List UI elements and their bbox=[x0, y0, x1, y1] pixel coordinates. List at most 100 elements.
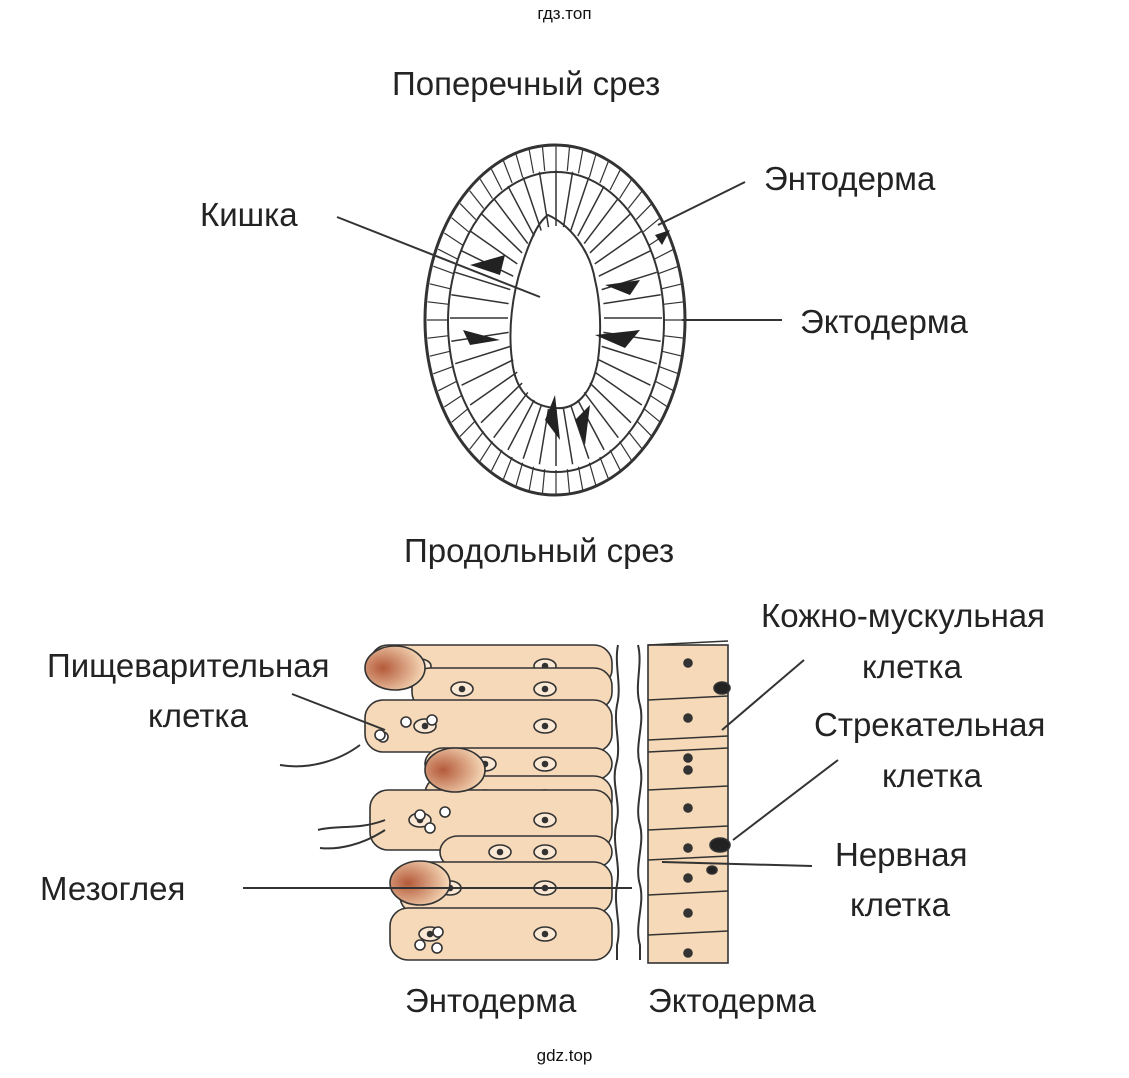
ectoderm-cell-wall bbox=[663, 335, 685, 339]
leader-digestive-cell bbox=[291, 693, 386, 731]
endoderm-cell-wall bbox=[570, 176, 590, 231]
endoderm-cell-wall bbox=[601, 345, 658, 365]
watermark-bottom: gdz.top bbox=[536, 1046, 593, 1065]
ectoderm-cell-wall bbox=[528, 149, 535, 174]
endoderm-cells-block bbox=[364, 644, 613, 961]
nucleus bbox=[683, 765, 693, 775]
ectoderm-cell-wall bbox=[627, 190, 643, 209]
label-nerve-line2: клетка bbox=[850, 886, 950, 923]
nucleus bbox=[683, 753, 693, 763]
label-ectoderm-bottom: Эктодерма bbox=[648, 982, 816, 1019]
ectoderm-cell-wall bbox=[635, 203, 653, 221]
cross-section-title: Поперечный срез bbox=[392, 65, 661, 102]
ectoderm-cell-wall bbox=[577, 149, 584, 174]
dark-cell-7 bbox=[655, 230, 670, 245]
ectoderm-cell-wall bbox=[588, 154, 597, 178]
endoderm-cells bbox=[450, 170, 662, 466]
label-stinging-line1: Стрекательная bbox=[814, 706, 1046, 743]
ectoderm-cell-wall bbox=[429, 350, 451, 357]
leader-endoderm bbox=[657, 181, 746, 226]
ectoderm-cell-wall bbox=[618, 178, 633, 199]
nucleus bbox=[683, 873, 693, 883]
ectoderm-cell-wall bbox=[566, 146, 571, 171]
glandular-granules bbox=[389, 860, 451, 906]
ectoderm-cell-wall bbox=[661, 283, 683, 290]
endoderm-cell-wall bbox=[577, 185, 605, 237]
food-vacuole bbox=[431, 942, 443, 954]
ectoderm-cell-wall bbox=[443, 394, 463, 408]
nucleus bbox=[683, 908, 693, 918]
dark-cell-6 bbox=[575, 405, 590, 445]
ectoderm-cell-wall bbox=[647, 695, 729, 701]
food-vacuole bbox=[424, 822, 436, 834]
ectoderm-cell-wall bbox=[443, 232, 463, 246]
nucleolus bbox=[421, 722, 429, 730]
ectoderm-cell-wall bbox=[654, 248, 675, 260]
mesoglea-line-2 bbox=[636, 644, 643, 960]
leader-skin-muscle bbox=[721, 659, 805, 731]
endoderm-cell-wall bbox=[589, 212, 632, 254]
endoderm-cell-wall bbox=[603, 294, 661, 305]
label-digestive-cell-line1: Пищеварительная bbox=[47, 647, 330, 684]
endoderm-cell-wall bbox=[454, 345, 511, 365]
ectoderm-cell-wall bbox=[479, 178, 494, 199]
flagellum-2 bbox=[317, 819, 386, 831]
label-nerve-line1: Нервная bbox=[835, 836, 968, 873]
ectoderm-cell-wall bbox=[647, 890, 729, 896]
cross-section-drawing bbox=[423, 143, 687, 497]
ectoderm-cell-wall bbox=[437, 380, 458, 392]
ectoderm-cell-wall bbox=[490, 169, 503, 191]
endoderm-cell-wall bbox=[480, 382, 523, 424]
ectoderm-cell-wall bbox=[654, 380, 675, 392]
watermark-top: гдз.топ bbox=[537, 4, 592, 23]
leader-stinging bbox=[732, 759, 839, 841]
dark-cell-2 bbox=[463, 330, 500, 345]
endoderm-cell-wall bbox=[598, 250, 651, 277]
nucleolus bbox=[496, 848, 504, 856]
flagellum-1 bbox=[279, 744, 361, 768]
ectoderm-cell-wall bbox=[433, 265, 454, 275]
nucleus bbox=[683, 713, 693, 723]
food-vacuole bbox=[439, 806, 451, 818]
endoderm-cell-wall bbox=[507, 399, 535, 451]
ectoderm-cell-wall bbox=[647, 930, 729, 936]
nucleolus bbox=[426, 930, 434, 938]
nucleolus bbox=[541, 685, 549, 693]
endoderm-cell-wall bbox=[469, 371, 518, 406]
cell-nucleus-dark bbox=[713, 681, 731, 695]
ectoderm-cell-wall bbox=[627, 431, 643, 450]
ectoderm-cell-wall bbox=[459, 419, 477, 437]
ectoderm-cell-wall bbox=[647, 785, 729, 791]
ectoderm-cell-wall bbox=[515, 462, 524, 486]
ectoderm-cell-wall bbox=[647, 735, 729, 741]
leader-gut bbox=[336, 216, 541, 298]
endoderm-cell-wall bbox=[589, 382, 632, 424]
dark-cell-5 bbox=[545, 395, 560, 440]
ectoderm-cell-wall bbox=[469, 190, 485, 209]
ectoderm-cell-wall bbox=[459, 203, 477, 221]
food-vacuole bbox=[426, 714, 438, 726]
longitudinal-leaders bbox=[243, 659, 839, 889]
nucleolus bbox=[541, 930, 549, 938]
dark-cell-3 bbox=[605, 280, 640, 295]
endoderm-cell-wall bbox=[469, 230, 518, 265]
ectoderm-cell-wall bbox=[588, 462, 597, 486]
label-skin-muscle-line2: клетка bbox=[862, 648, 962, 685]
longitudinal-section-title: Продольный срез bbox=[404, 532, 675, 569]
mesoglea-line-1 bbox=[613, 644, 620, 960]
food-vacuole bbox=[414, 939, 426, 951]
nucleolus bbox=[541, 848, 549, 856]
ectoderm-cell-wall bbox=[635, 419, 653, 437]
ectoderm-cell-wall bbox=[433, 365, 454, 375]
ectoderm-cell-wall bbox=[541, 469, 546, 494]
cnidocyte-capsule bbox=[709, 837, 731, 853]
food-vacuole bbox=[400, 716, 412, 728]
ectoderm-cell-wall bbox=[429, 283, 451, 290]
ectoderm-cell-wall bbox=[658, 265, 679, 275]
endoderm-cell bbox=[389, 907, 613, 961]
endoderm-cell-wall bbox=[507, 185, 535, 237]
ectoderm-cell-wall bbox=[427, 335, 449, 339]
nucleus bbox=[683, 803, 693, 813]
nucleus bbox=[683, 948, 693, 958]
ectoderm-cell-wall bbox=[661, 350, 683, 357]
